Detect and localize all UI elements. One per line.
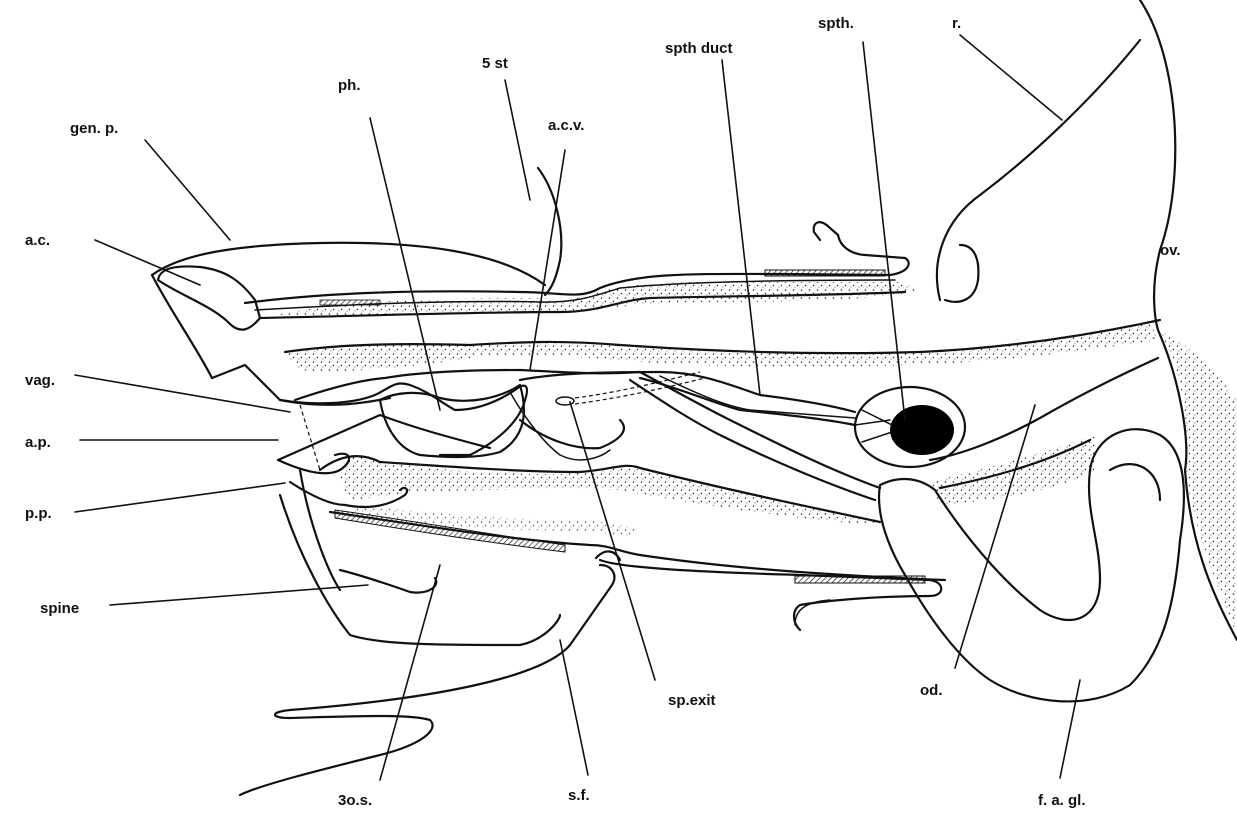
- spth-duct-lower: [640, 378, 855, 425]
- label-5st: 5 st: [482, 55, 508, 72]
- label-spth-duct: spth duct: [665, 40, 733, 57]
- label-od: od.: [920, 682, 943, 699]
- s-f-duct: [240, 565, 614, 795]
- leader-ap-dashed: [300, 405, 320, 470]
- middle-loop: [520, 420, 624, 448]
- ovary: [937, 0, 1237, 640]
- leader-pp: [75, 483, 285, 512]
- stipple-ovary-edge: [1158, 330, 1237, 630]
- label-sp-exit: sp.exit: [668, 692, 716, 709]
- spine-structure: [340, 570, 436, 593]
- hatched-sclerite-upper-left: [320, 300, 380, 305]
- spine-base: [300, 470, 340, 590]
- spermatheca-rays: [855, 410, 892, 442]
- label-vag: vag.: [25, 372, 55, 389]
- leader-spine: [110, 585, 368, 605]
- leader-vag: [75, 375, 290, 412]
- label-3os: 3o.s.: [338, 792, 372, 809]
- stipple-middle-band: [285, 322, 1158, 372]
- leader-gen-p: [145, 140, 230, 240]
- lower-plate-inner: [795, 600, 830, 625]
- label-ac: a.c.: [25, 232, 50, 249]
- phallus-outline: [380, 385, 524, 457]
- label-spine: spine: [40, 600, 79, 617]
- hatched-sclerite-upper: [765, 270, 885, 276]
- label-sf: s.f.: [568, 787, 590, 804]
- genital-plate: [152, 243, 545, 405]
- label-gen-p: gen. p.: [70, 120, 118, 137]
- spermatheca-dark: [890, 405, 954, 455]
- f-a-gl-inner: [1110, 464, 1160, 500]
- label-ph: ph.: [338, 77, 361, 94]
- fifth-sternite: [538, 168, 561, 295]
- label-fagl: f. a. gl.: [1038, 792, 1086, 809]
- middle-tube-bottom: [295, 370, 640, 400]
- vagina-opening-lower: [278, 454, 349, 474]
- label-acv: a.c.v.: [548, 117, 584, 134]
- leader-spth-duct: [722, 60, 760, 395]
- rectum-outline: [937, 40, 1140, 300]
- gen-p-lower-edge: [152, 275, 212, 378]
- label-ap: a.p.: [25, 434, 51, 451]
- label-spth: spth.: [818, 15, 854, 32]
- rectum-lobe: [945, 245, 978, 302]
- leader-sp-exit: [570, 402, 655, 680]
- label-ov: ov.: [1160, 242, 1181, 259]
- leader-sf: [560, 640, 588, 775]
- accessory-cavity: [158, 266, 260, 329]
- gen-p-outline: [152, 243, 545, 285]
- label-pp: p.p.: [25, 505, 52, 522]
- vagina-region: [240, 383, 624, 795]
- leader-ac: [95, 240, 200, 285]
- hook-upper: [814, 222, 909, 275]
- leader-3os: [380, 565, 440, 780]
- leader-5st: [505, 80, 530, 200]
- leader-fagl: [1060, 680, 1080, 778]
- vagina-opening-upper: [278, 415, 490, 460]
- leader-r: [960, 35, 1062, 120]
- label-r: r.: [952, 15, 961, 32]
- oviduct-right: [930, 358, 1158, 460]
